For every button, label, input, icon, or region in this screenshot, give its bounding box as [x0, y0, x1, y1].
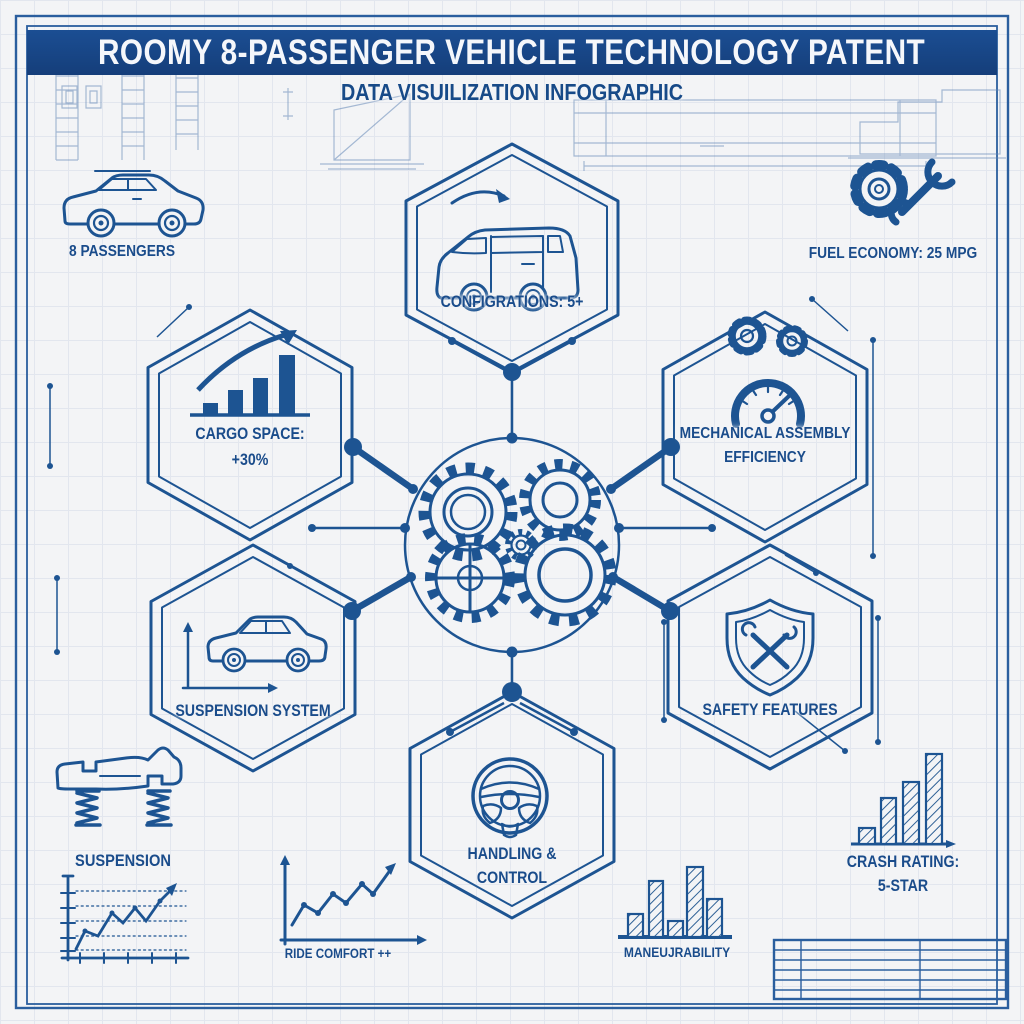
fuel-economy-label: FUEL ECONOMY: 25 MPG: [808, 245, 978, 262]
ride-comfort-label: RIDE COMFORT ++: [284, 946, 392, 961]
network-connectors: [308, 337, 716, 736]
car-axes-icon: [181, 615, 328, 693]
suv-icon: [62, 170, 205, 238]
hex-safety-label: SAFETY FEATURES: [702, 701, 838, 719]
hex-cargo-label-line2: +30%: [231, 451, 269, 469]
hex-cargo-label-line1: CARGO SPACE:: [195, 425, 305, 443]
blueprint-decor-right: [573, 89, 1006, 171]
gears-gauge-icon: [727, 316, 808, 428]
steering-wheel-icon: [471, 757, 549, 839]
hex-configurations-label: CONFIGRATIONS: 5+: [440, 293, 584, 311]
axle-springs-icon: [55, 746, 183, 827]
title-block-table: [772, 938, 1008, 1001]
hexagon-mechanical: [661, 310, 869, 544]
hex-suspension-system-label: SUSPENSION SYSTEM: [175, 702, 331, 720]
page-title: ROOMY 8-PASSENGER VEHICLE TECHNOLOGY PAT…: [98, 32, 926, 72]
hexagon-handling: [408, 690, 616, 920]
page-subtitle: DATA VISUILIZATION INFOGRAPHIC: [340, 79, 684, 105]
passengers-label: 8 PASSENGERS: [68, 243, 176, 260]
title-banner: ROOMY 8-PASSENGER VEHICLE TECHNOLOGY PAT…: [27, 30, 997, 75]
hex-mechanical-label-line2: EFFICIENCY: [724, 449, 806, 466]
minivan-arrow-icon: [435, 189, 580, 312]
maneuverability-label: MANEUJRABILITY: [623, 944, 731, 960]
shield-tools-icon: [725, 598, 815, 697]
crash-rating-label-line2: 5-STAR: [877, 877, 929, 895]
blueprint-decor-left: [55, 64, 424, 170]
page-frame: [14, 14, 1010, 1010]
ride-comfort-chart: [279, 855, 427, 946]
hex-handling-label-line1: HANDLING &: [467, 845, 557, 863]
crash-rating-label-line1: CRASH RATING:: [846, 853, 960, 871]
hex-mechanical-label-line1: MECHANICAL ASSEMBLY: [679, 425, 851, 442]
crash-rating-bars: [851, 752, 956, 848]
gear-cluster-icon: [418, 459, 617, 627]
growth-bars-icon: [190, 330, 310, 417]
gear-wrench-icon: [850, 158, 956, 226]
hexagon-safety: [666, 543, 874, 771]
hexagon-configurations: [404, 142, 620, 374]
hexagon-cargo: [146, 308, 354, 542]
suspension-corner-label: SUSPENSION: [75, 851, 171, 870]
suspension-line-chart: [60, 874, 190, 964]
maneuverability-bars: [618, 865, 732, 939]
hex-handling-label-line2: CONTROL: [476, 869, 548, 887]
